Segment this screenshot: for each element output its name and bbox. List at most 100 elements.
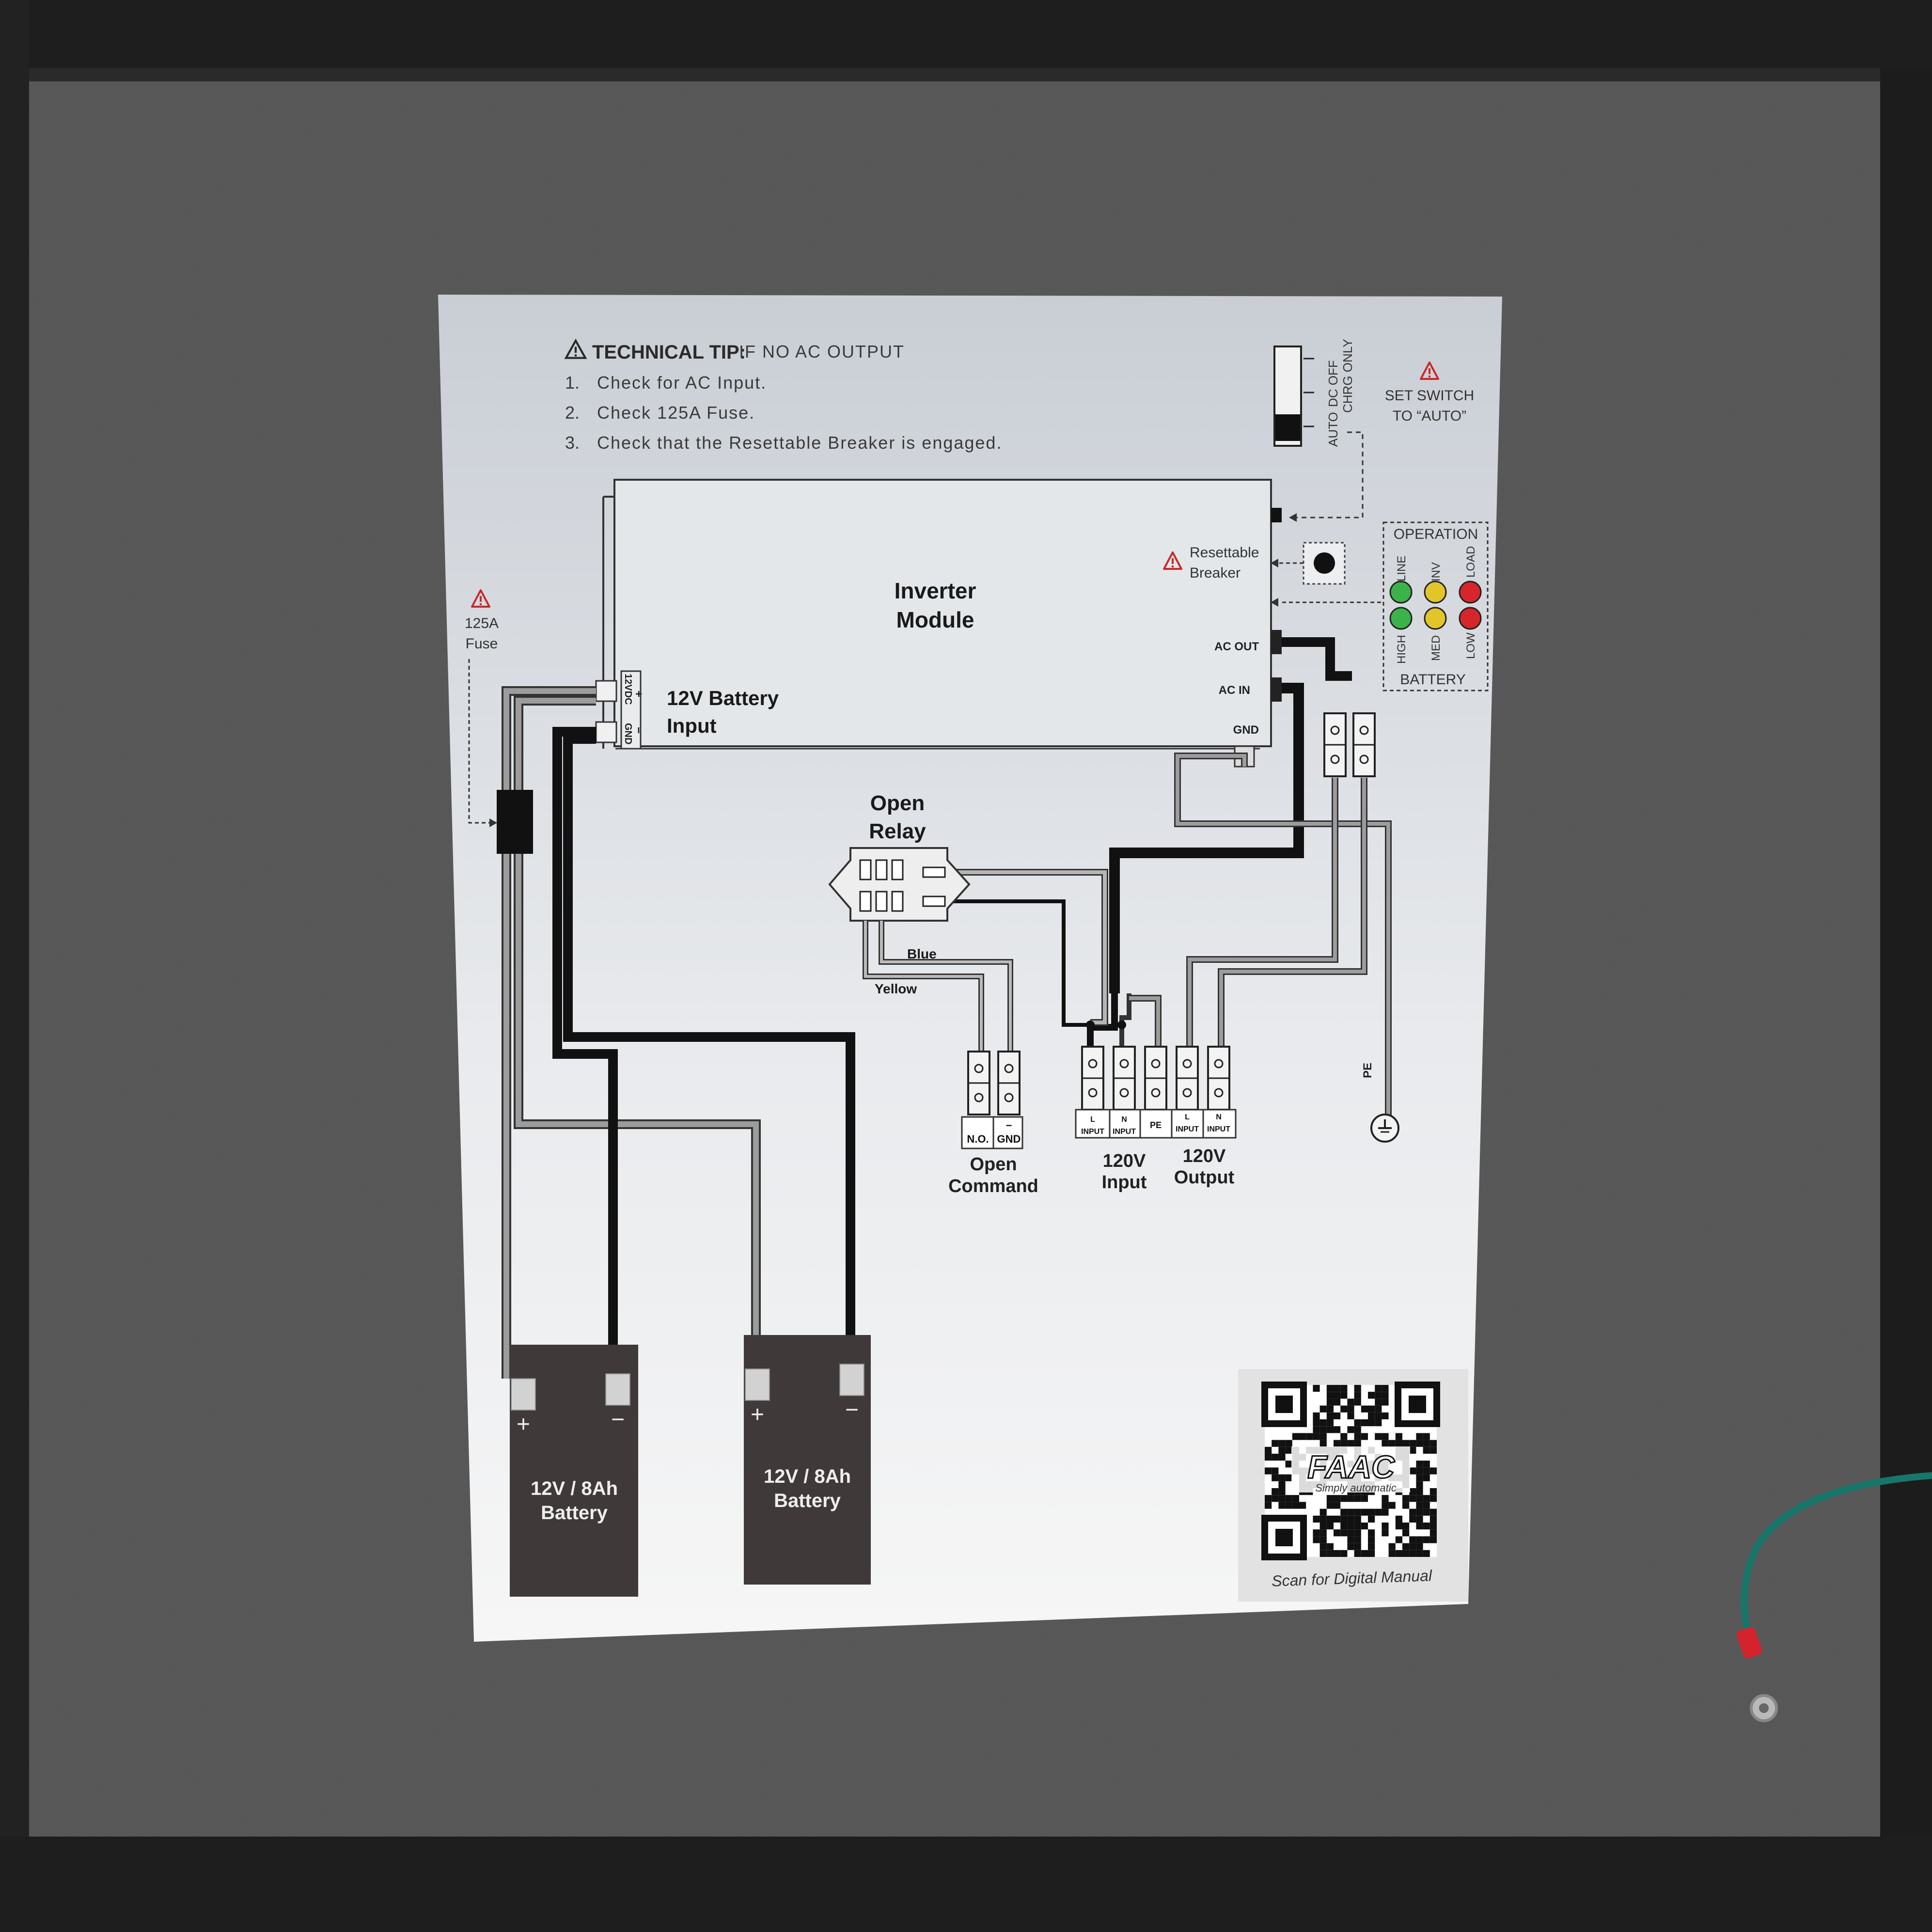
qr-module xyxy=(1423,1502,1430,1509)
qr-module xyxy=(1368,1529,1375,1537)
qr-module xyxy=(1402,1550,1410,1557)
led-label-high: HIGH xyxy=(1395,635,1408,664)
qr-module xyxy=(1326,1515,1334,1523)
qr-module xyxy=(1272,1474,1279,1481)
qr-module xyxy=(1423,1467,1430,1475)
pin-12vdc: 12VDC xyxy=(623,674,633,705)
qr-module xyxy=(1409,1467,1416,1475)
qr-module xyxy=(1402,1502,1410,1509)
qr-module xyxy=(1326,1502,1334,1509)
led-label-load: LOAD xyxy=(1464,546,1477,578)
qr-module xyxy=(1416,1543,1423,1550)
qr-module xyxy=(1285,1495,1292,1502)
qr-module xyxy=(1340,1495,1348,1502)
qr-module xyxy=(1368,1405,1375,1413)
qr-module xyxy=(1265,1446,1272,1454)
battery-minus: − xyxy=(845,1397,859,1423)
qr-module xyxy=(1326,1398,1334,1406)
qr-module xyxy=(1265,1467,1272,1475)
breaker-button xyxy=(1314,552,1335,574)
ac-wiring xyxy=(945,637,1392,1124)
qr-module xyxy=(1326,1419,1334,1427)
qr-module xyxy=(1285,1446,1292,1454)
qr-module xyxy=(1278,1446,1286,1454)
qr-module xyxy=(1382,1440,1389,1447)
open-command-terminals: N.O. − GND Open Command xyxy=(948,1051,1038,1196)
qr-module xyxy=(1313,1433,1320,1440)
terminal-no-label: N.O. xyxy=(967,1133,989,1145)
enclosure-frame-bottom xyxy=(0,1837,1932,1932)
term-pe: PE xyxy=(1150,1120,1162,1130)
qr-module xyxy=(1319,1523,1327,1530)
ac-out-label: AC OUT xyxy=(1214,640,1259,653)
status-led-panel: OPERATION BATTERY LINE INV LOAD HIGH MED… xyxy=(1382,521,1489,691)
qr-module xyxy=(1340,1550,1348,1557)
term-output-l: L xyxy=(1185,1113,1190,1121)
qr-module xyxy=(1334,1385,1341,1392)
inverter-title: Inverter xyxy=(895,578,976,603)
switch-note: TO “AUTO” xyxy=(1393,408,1466,424)
qr-module xyxy=(1429,1488,1437,1495)
qr-module xyxy=(1299,1433,1306,1440)
qr-module xyxy=(1278,1502,1286,1509)
tip-subheading: IF NO AC OUTPUT xyxy=(739,342,905,361)
battery-plus: + xyxy=(751,1402,764,1428)
led-label-inv: INV xyxy=(1429,562,1443,581)
term-output-l-sub: INPUT xyxy=(1176,1125,1199,1133)
ac-output-label: 120V xyxy=(1183,1146,1226,1166)
term-input-l: L xyxy=(1090,1115,1095,1124)
qr-module xyxy=(1354,1523,1361,1530)
qr-module xyxy=(1340,1515,1348,1523)
qr-module xyxy=(1375,1385,1382,1392)
qr-module xyxy=(1340,1508,1348,1516)
tip-step-text: Check that the Resettable Breaker is eng… xyxy=(597,433,1002,453)
battery-minus: − xyxy=(611,1407,625,1432)
qr-module xyxy=(1416,1536,1423,1543)
qr-module xyxy=(1429,1536,1437,1543)
qr-module xyxy=(1272,1488,1279,1495)
battery-input-label: Input xyxy=(667,714,717,737)
qr-module xyxy=(1326,1385,1334,1392)
qr-module xyxy=(1423,1474,1430,1481)
pe-label: PE xyxy=(1361,1063,1374,1078)
battery-label: 12V / 8Ah xyxy=(531,1478,618,1499)
breaker-label: Resettable xyxy=(1190,545,1259,561)
qr-module xyxy=(1340,1440,1348,1447)
qr-module xyxy=(1278,1454,1286,1461)
qr-module xyxy=(1368,1412,1375,1419)
qr-module xyxy=(1354,1515,1361,1523)
open-command-label: Open xyxy=(970,1154,1017,1175)
qr-module xyxy=(1326,1392,1334,1399)
qr-module xyxy=(1319,1405,1327,1413)
qr-module xyxy=(1340,1405,1348,1413)
qr-module xyxy=(1368,1508,1375,1516)
battery-label: Battery xyxy=(774,1490,841,1511)
inverter-title: Module xyxy=(896,607,974,632)
battery-plus: + xyxy=(517,1412,530,1437)
fuse-block xyxy=(497,790,533,854)
qr-module xyxy=(1361,1495,1368,1502)
led-line xyxy=(1389,581,1413,604)
operation-label: OPERATION xyxy=(1394,526,1478,542)
relay-title: Open xyxy=(870,791,925,815)
battery-label: 12V / 8Ah xyxy=(764,1466,851,1487)
qr-module xyxy=(1334,1398,1341,1406)
qr-module xyxy=(1340,1523,1348,1530)
qr-module xyxy=(1416,1481,1423,1488)
qr-card: FAAC Simply automatic Scan for Digital M… xyxy=(1238,1369,1468,1602)
qr-module xyxy=(1334,1502,1341,1509)
ac-terminals: L INPUT N INPUT PE L INPUT N INPUT 120V … xyxy=(1075,1046,1237,1193)
ac-input-label: 120V xyxy=(1103,1151,1146,1171)
qr-module xyxy=(1354,1440,1361,1447)
led-label-line: LINE xyxy=(1395,556,1408,581)
qr-module xyxy=(1402,1523,1410,1530)
qr-module xyxy=(1382,1508,1389,1516)
qr-module xyxy=(1354,1543,1361,1550)
term-input-n-sub: INPUT xyxy=(1113,1128,1136,1136)
qr-module xyxy=(1334,1412,1341,1419)
qr-module xyxy=(1402,1543,1410,1550)
qr-module xyxy=(1347,1529,1354,1537)
qr-module xyxy=(1395,1536,1402,1543)
qr-module xyxy=(1416,1488,1423,1495)
qr-module xyxy=(1409,1536,1416,1543)
